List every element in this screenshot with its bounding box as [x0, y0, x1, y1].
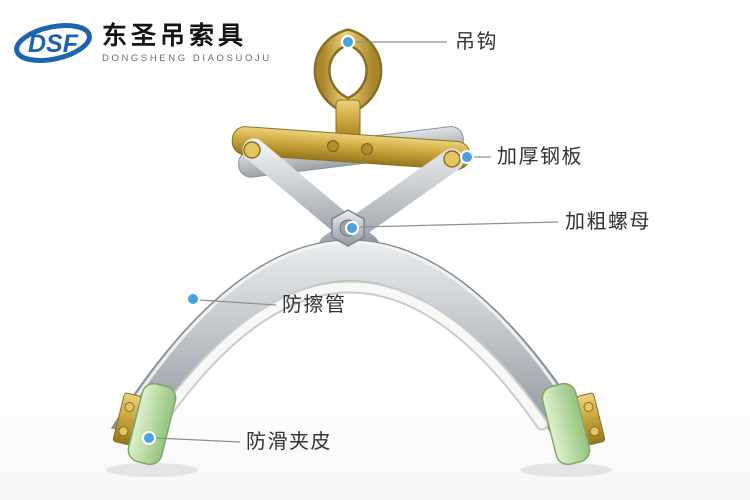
callout-label-pad: 防滑夹皮: [246, 431, 332, 453]
anti-scratch-tube: [153, 282, 547, 429]
brand-name-cn: 东圣吊索具: [102, 22, 248, 50]
center-bolt-left: [327, 140, 339, 152]
dot-tube: [186, 292, 200, 306]
brand-logo-icon: DSF: [14, 23, 92, 63]
bracket-bolt: [118, 426, 129, 437]
shadow-left: [106, 463, 198, 477]
lifting-eye-ring: [313, 28, 383, 145]
end-bolt-left: [243, 141, 261, 159]
top-plate-assembly: [231, 126, 471, 178]
brand-header: DSF 东圣吊索具 DONGSHENG DIAOSUOJU: [12, 16, 272, 70]
callout-label-steel-plate: 加厚钢板: [497, 146, 583, 168]
callout-dots: [142, 35, 474, 445]
bracket-bolt: [589, 426, 600, 437]
leader-nut: [359, 221, 559, 228]
floor-shadows: [106, 463, 612, 477]
brand-names: 东圣吊索具 DONGSHENG DIAOSUOJU: [102, 22, 272, 64]
dot-plate: [460, 150, 474, 164]
logo-letters: DSF: [28, 30, 79, 58]
tong-arch: [111, 239, 589, 435]
bracket-bolt: [124, 402, 135, 413]
bracket-bolt: [583, 402, 594, 413]
pad-rubber-left: [127, 382, 177, 466]
logo-swirl: [14, 23, 92, 63]
pad-rubber-right: [541, 382, 591, 466]
callout-label-nut: 加粗螺母: [565, 211, 651, 233]
callout-label-hook: 吊钩: [455, 31, 498, 53]
shadow-right: [520, 463, 612, 477]
end-bolt-right: [443, 150, 461, 168]
grip-pad-right: [541, 382, 606, 466]
center-bolt-right: [361, 143, 373, 155]
dot-nut: [345, 221, 359, 235]
leader-pad: [155, 437, 241, 443]
brand-name-en: DONGSHENG DIAOSUOJU: [102, 53, 272, 64]
leader-tube: [199, 299, 277, 306]
grip-pad-left: [112, 382, 177, 466]
dot-hook: [341, 35, 355, 49]
callout-label-tube: 防擦管: [282, 294, 347, 316]
dot-pad: [142, 431, 156, 445]
callout-lines: [155, 41, 559, 443]
